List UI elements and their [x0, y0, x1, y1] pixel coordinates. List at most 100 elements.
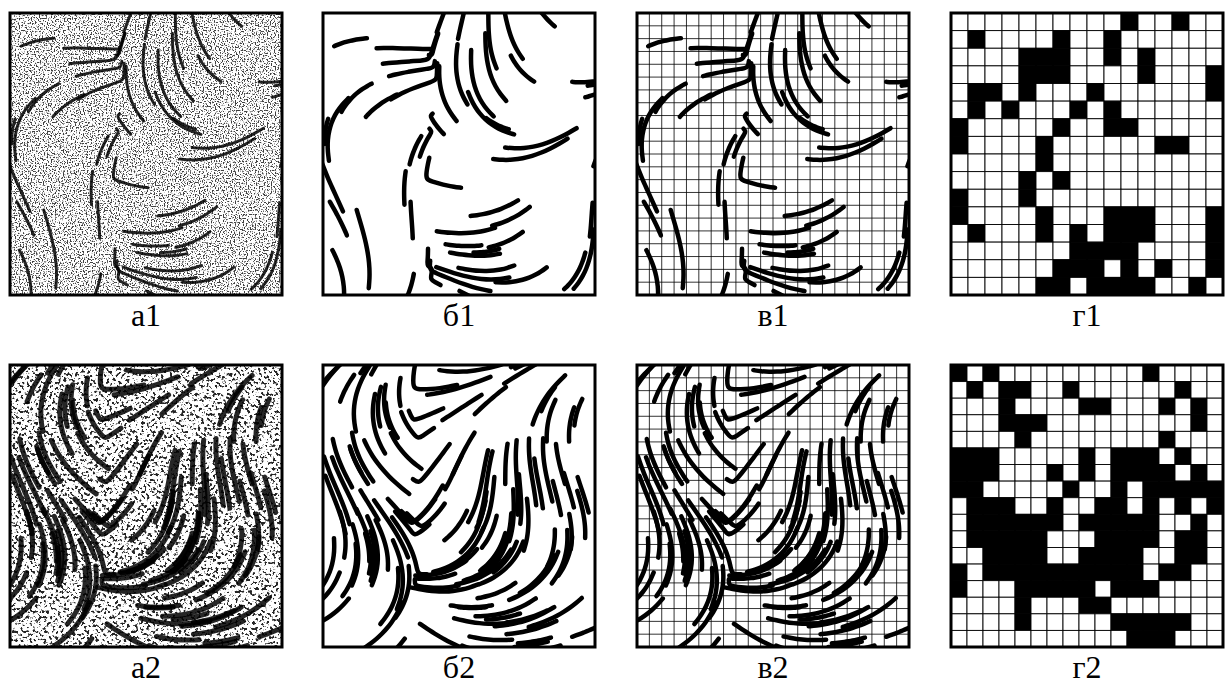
panel-frame — [10, 365, 282, 647]
traced-stripe — [770, 44, 781, 104]
grid-cell — [1207, 498, 1223, 515]
grid-cell — [985, 277, 1002, 295]
traced-stripe — [365, 602, 402, 647]
traced-stripe — [547, 400, 556, 442]
texture-stripe — [180, 139, 254, 160]
texture-stripe — [28, 84, 58, 112]
texture-stripe — [259, 77, 282, 82]
figure-panel — [951, 365, 1223, 647]
texture-stripe — [79, 517, 114, 574]
panel-label: в2 — [757, 651, 788, 683]
texture-stripe — [175, 14, 183, 69]
grid-cell — [1015, 564, 1031, 581]
grid-cell — [983, 498, 999, 515]
grid-cell — [1031, 564, 1047, 581]
traced-stripe — [825, 56, 848, 82]
texture-stripe — [146, 605, 174, 611]
grid-cell — [1207, 382, 1223, 399]
traced-stripe — [377, 46, 432, 51]
grid-cell — [1172, 277, 1189, 295]
traced-stripe — [759, 456, 775, 489]
traced-stripe — [789, 387, 820, 414]
grid-cell — [1047, 465, 1063, 482]
grid-cell — [1087, 207, 1104, 225]
traced-stripe — [697, 33, 752, 64]
traced-stripe — [426, 158, 461, 188]
texture-stripe — [52, 602, 89, 647]
grid-line — [637, 506, 909, 507]
traced-stripe — [323, 365, 369, 385]
traced-stripe — [518, 638, 551, 644]
panel-label: г1 — [1072, 299, 1101, 331]
grid-cell — [1002, 172, 1019, 190]
grid-cell — [1121, 31, 1138, 49]
grid-cell — [1127, 365, 1143, 382]
grid-cell — [1175, 547, 1191, 564]
grid-cell — [1079, 581, 1095, 598]
micrograph-texture — [10, 13, 282, 295]
traced-stripe — [838, 499, 843, 551]
grid-cell — [1002, 189, 1019, 207]
texture-stripe — [179, 207, 217, 226]
grid-cell — [1095, 514, 1111, 531]
traced-stripe — [504, 13, 523, 59]
texture-stripe — [131, 511, 154, 540]
grid-cell — [1155, 154, 1172, 172]
traced-stripe — [564, 253, 585, 290]
traced-stripe — [474, 249, 500, 253]
grid-cell — [951, 431, 967, 448]
grid-cell — [968, 172, 985, 190]
grid-cell — [1047, 614, 1063, 631]
traced-stripe — [765, 605, 806, 607]
grid-cell — [1121, 189, 1138, 207]
grid-cell — [1031, 448, 1047, 465]
grid-cell — [1036, 189, 1053, 207]
grid-cell — [1189, 84, 1206, 102]
grid-cell — [1159, 382, 1175, 399]
traced-stripe — [646, 457, 672, 513]
grid-cell — [1053, 260, 1070, 278]
grid-cell — [1047, 581, 1063, 598]
grid-cell — [1159, 431, 1175, 448]
grid-cell — [1155, 189, 1172, 207]
grid-cell — [1189, 260, 1206, 278]
grid-cell — [1207, 614, 1223, 631]
grid-cell — [1143, 547, 1159, 564]
traced-stripe — [637, 599, 663, 635]
traced-stripe — [392, 517, 427, 574]
figure-panel — [951, 13, 1223, 295]
grid-cell — [1053, 66, 1070, 84]
texture-stripe — [53, 94, 84, 116]
traced-stripe — [386, 403, 398, 438]
traced-stripe — [569, 407, 574, 441]
grid-cell — [999, 465, 1015, 482]
traced-stripe — [435, 556, 470, 573]
grid-cell — [1111, 365, 1127, 382]
panel-ground — [10, 365, 282, 647]
texture-stripe — [19, 457, 45, 513]
traced-stripe — [834, 555, 867, 593]
grid-cell — [1206, 13, 1223, 31]
grid-cell — [1002, 84, 1019, 102]
grid-cell — [1063, 398, 1079, 415]
grid-cell — [1159, 564, 1175, 581]
grid-cell — [1189, 207, 1206, 225]
grid-cell — [1207, 630, 1223, 647]
grid-cell — [1019, 207, 1036, 225]
grid-cell — [983, 564, 999, 581]
grid-cell — [999, 564, 1015, 581]
grid-cell — [1111, 448, 1127, 465]
grid-cell — [1036, 31, 1053, 49]
grid-cell — [999, 514, 1015, 531]
traced-stripe — [410, 136, 422, 164]
grid-cell — [1104, 136, 1121, 154]
texture-stripe — [207, 555, 240, 593]
grid-cell — [1191, 630, 1207, 647]
grid-cell — [983, 597, 999, 614]
traced-stripe — [807, 139, 881, 160]
grid-cell — [1111, 415, 1127, 432]
texture-stripe — [205, 638, 238, 644]
grid-cell — [1047, 431, 1063, 448]
traced-stripe — [357, 210, 370, 288]
grid-cell — [1070, 101, 1087, 119]
